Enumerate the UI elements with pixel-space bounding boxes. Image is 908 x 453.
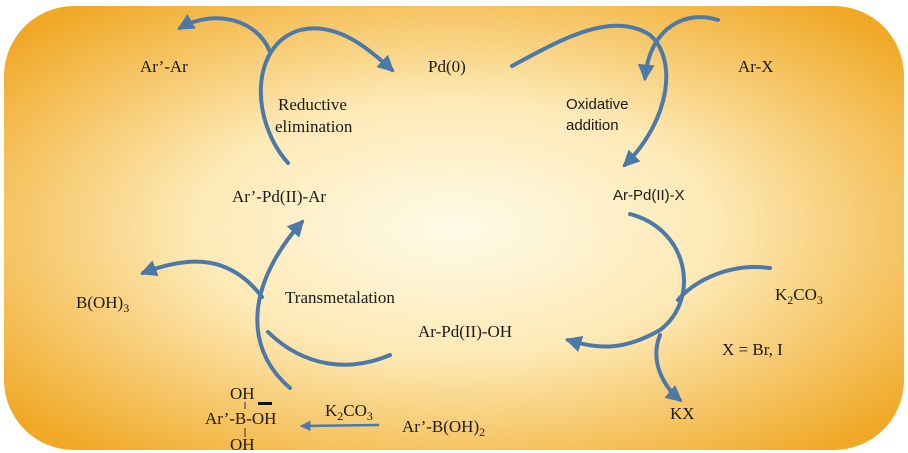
base-bottom-sub1: 2	[337, 409, 343, 423]
transmetalation-arrow	[255, 219, 305, 390]
product-release-arrow	[177, 14, 272, 54]
kx-label: KX	[670, 404, 695, 423]
base-right-k: K	[775, 285, 788, 304]
boric-acid-main: B(OH)	[76, 293, 123, 312]
base-bottom-co: CO	[343, 401, 367, 420]
base-bottom-sub2: 3	[367, 409, 373, 423]
borate-oh-bottom: OH	[230, 435, 255, 453]
borate-center: Ar’-B-OH	[205, 409, 276, 428]
base-right-label: K2CO3	[775, 285, 823, 307]
boronic-acid-label: Ar’-B(OH)2	[402, 417, 485, 439]
ligand-exchange-arrow	[564, 212, 686, 353]
base-right-sub1: 2	[787, 293, 793, 307]
ar-pd-ar-label: Ar’-Pd(II)-Ar	[232, 187, 326, 206]
reductive-elimination-arrow	[259, 26, 395, 165]
transmetalation-label: Transmetalation	[285, 288, 395, 307]
kx-release-arrow	[654, 333, 683, 403]
boronic-acid-main: Ar’-B(OH)	[402, 417, 479, 436]
base-right-co: CO	[793, 285, 817, 304]
reductive-label-line2: elimination	[275, 117, 353, 136]
base-right-sub2: 3	[817, 293, 823, 307]
boric-acid-label: B(OH)3	[76, 293, 129, 315]
background-panel	[4, 6, 904, 450]
pd0-label: Pd(0)	[428, 57, 466, 76]
base-bottom-label: K2CO3	[325, 401, 373, 423]
pd-oh-incoming-arrow	[266, 330, 392, 367]
base-incoming-arrow	[676, 265, 772, 302]
halide-note-label: X = Br, I	[722, 340, 783, 359]
oxidative-label-line2: addition	[566, 117, 619, 134]
arx-label: Ar-X	[738, 57, 774, 76]
reductive-label-line1: Reductive	[278, 95, 347, 114]
boric-acid-subscript: 3	[123, 301, 129, 315]
arx-incoming-arrow	[637, 15, 720, 82]
oxidative-addition-arrow	[510, 23, 669, 168]
oxidative-label-line1: Oxidative	[566, 96, 629, 113]
ar-pd-x-label: Ar-Pd(II)-X	[613, 187, 685, 204]
borate-charge-bar	[258, 402, 272, 405]
ar-pd-oh-label: Ar-Pd(II)-OH	[418, 322, 512, 341]
base-bottom-k: K	[325, 401, 338, 420]
boric-acid-release-arrow	[139, 259, 264, 299]
boronic-acid-subscript: 2	[479, 425, 485, 439]
borate-oh-top: OH	[230, 384, 255, 403]
product-label: Ar’-Ar	[140, 57, 188, 76]
borate-formation-arrow	[299, 420, 380, 432]
